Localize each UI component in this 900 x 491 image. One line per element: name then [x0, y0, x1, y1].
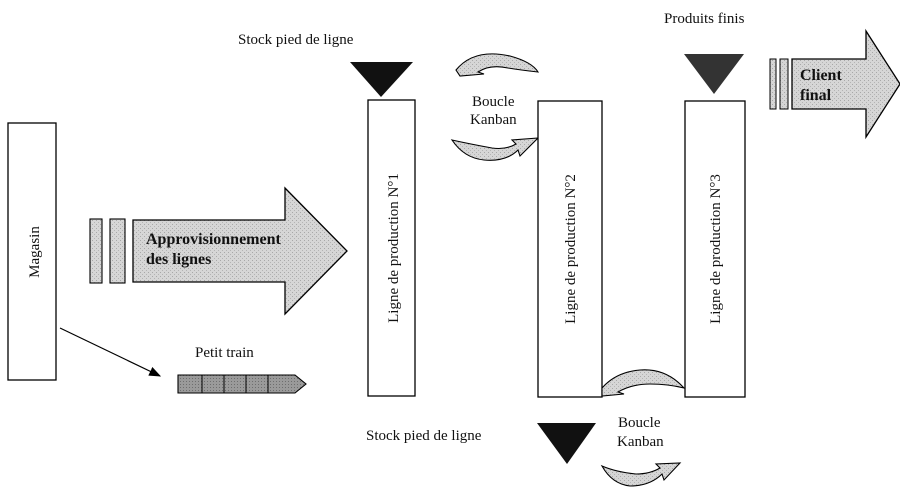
approvisionnement-label-line1: Approvisionnement: [146, 231, 282, 248]
kanban-top-arrow-upper: [455, 53, 540, 77]
kanban-loop-top: Boucle Kanban: [450, 53, 540, 161]
stock-bottom-triangle: [537, 423, 596, 464]
diagonal-arrow: [59, 327, 162, 377]
production-line-1: Ligne de production N°1: [367, 99, 416, 397]
petit-train-label: Petit train: [195, 345, 254, 361]
client-final-flow: Client final: [769, 28, 900, 140]
stock-bottom-label: Stock pied de ligne: [366, 428, 482, 444]
production-line-2-label: Ligne de production N°2: [563, 174, 579, 324]
kanban-bottom-label-line1: Boucle: [618, 415, 661, 431]
client-bar-2: [779, 58, 789, 110]
produits-finis-triangle: [684, 54, 744, 94]
client-final-arrow: [791, 28, 900, 140]
petit-train: Petit train: [177, 345, 307, 394]
production-line-3-label: Ligne de production N°3: [708, 174, 724, 324]
magasin-box: Magasin: [7, 122, 57, 381]
production-line-1-label: Ligne de production N°1: [386, 173, 402, 323]
client-bar-1: [769, 58, 777, 110]
approvisionnement-flow: Approvisionnement des lignes: [89, 186, 348, 316]
kanban-top-label-line1: Boucle: [472, 94, 515, 110]
kanban-bottom-arrow-upper: [601, 369, 686, 397]
kanban-bottom-label-line2: Kanban: [617, 434, 664, 450]
client-label-line1: Client: [800, 67, 842, 84]
produits-finis-label: Produits finis: [664, 11, 745, 27]
stock-top-triangle: [350, 62, 413, 97]
kanban-bottom-arrow-lower: [600, 462, 682, 487]
approvisionnement-arrow: [132, 186, 348, 316]
kanban-top-label-line2: Kanban: [470, 112, 517, 128]
flow-bar-1: [89, 218, 103, 284]
kanban-top-arrow-lower: [450, 137, 540, 161]
client-label-line2: final: [800, 87, 832, 104]
flow-bar-2: [109, 218, 126, 284]
train-body: [177, 374, 307, 394]
production-line-2: Ligne de production N°2: [537, 100, 603, 398]
magasin-label: Magasin: [27, 226, 43, 278]
stock-top-label: Stock pied de ligne: [238, 32, 354, 48]
production-line-3: Ligne de production N°3: [684, 100, 746, 398]
approvisionnement-label-line2: des lignes: [146, 251, 211, 268]
